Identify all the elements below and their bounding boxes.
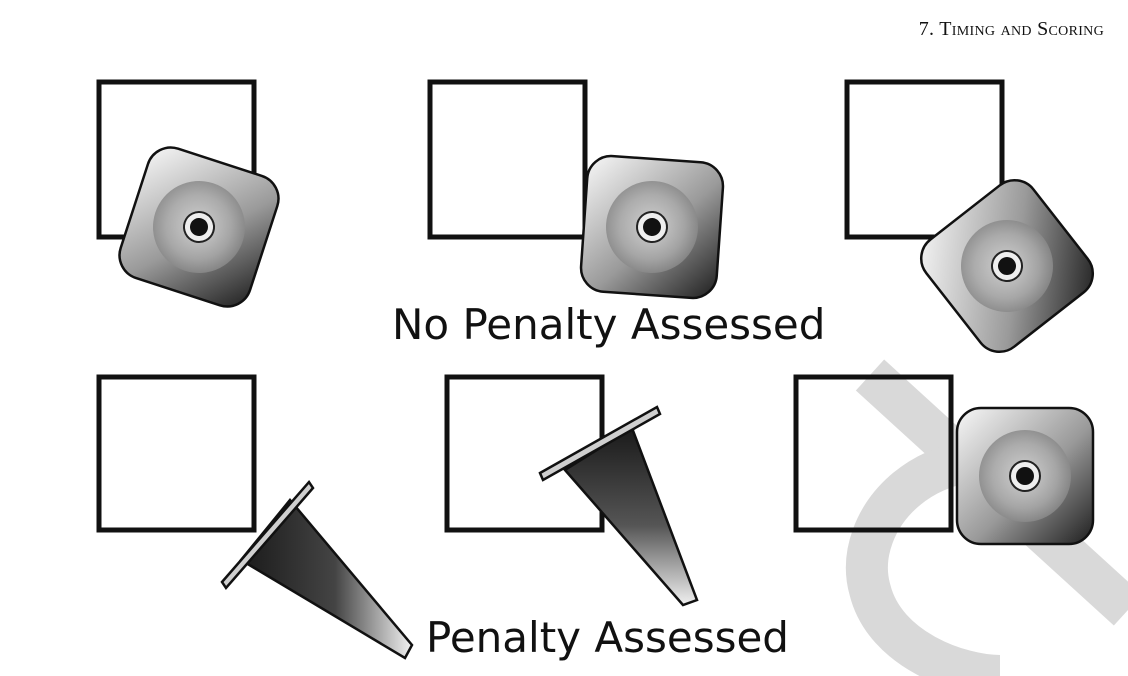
box-outline-3 — [844, 79, 1005, 240]
box-outline-6 — [793, 374, 954, 533]
knocked-cone-icon-1 — [220, 479, 414, 660]
standing-pylon-icon-4 — [955, 406, 1095, 546]
no-penalty-caption: No Penalty Assessed — [392, 300, 826, 349]
box-outline-4 — [96, 374, 257, 533]
box-outline-2 — [427, 79, 588, 240]
section-header: 7. Timing and Scoring — [918, 18, 1104, 40]
standing-pylon-icon-3 — [910, 169, 1104, 363]
penalty-caption: Penalty Assessed — [426, 613, 789, 662]
standing-pylon-icon-1 — [112, 140, 286, 314]
standing-pylon-icon-2 — [578, 153, 726, 301]
knocked-cone-icon-2 — [538, 405, 699, 607]
